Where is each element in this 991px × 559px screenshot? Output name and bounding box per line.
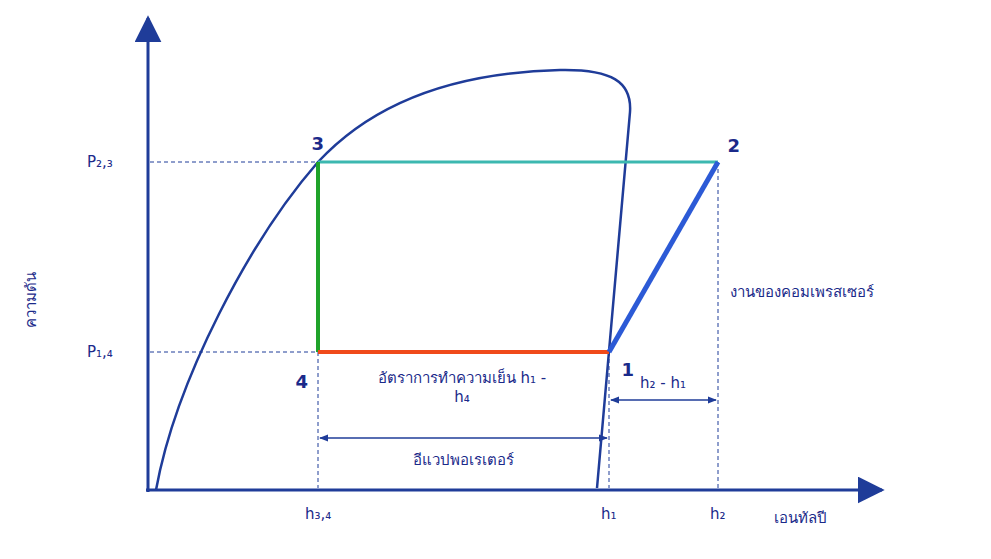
state-number: 1 (622, 359, 635, 382)
evaporation-line (318, 350, 609, 354)
condensation-line (318, 161, 718, 164)
state-number: 4 (296, 371, 309, 394)
state-number: 3 (312, 133, 325, 156)
pressure-level: P₂,₃ (87, 153, 113, 172)
dimension-arrow (611, 399, 716, 400)
enthalpy-axis (146, 489, 882, 492)
axis-title: ความดัน (22, 272, 41, 328)
guide-line (150, 162, 318, 163)
dimension-label: h₂ - h₁ (640, 374, 686, 393)
pressure-level: P₁,₄ (87, 343, 113, 362)
work-label: งานของคอมเพรสเซอร์ (730, 283, 874, 302)
guide-line (318, 352, 319, 488)
axis-tick-label: h₁ (601, 505, 617, 524)
guide-lines (150, 162, 718, 488)
guide-line (718, 162, 719, 488)
guide-line (609, 352, 610, 488)
compression-line (609, 162, 718, 352)
saturation-dome (156, 70, 630, 490)
dimension-label: อีแวปพอเรเตอร์ (413, 451, 514, 470)
axis-tick-label: h₃,₄ (305, 505, 331, 524)
expansion-line (316, 162, 320, 352)
guide-line (150, 352, 318, 353)
axis-title: เอนทัลปี (774, 509, 827, 528)
state-number: 2 (728, 135, 741, 158)
axis-tick-label: h₂ (710, 505, 726, 524)
dimension-arrow (320, 437, 607, 438)
effect-label: อัตราการทำความเย็น h₁ - h₄ (377, 369, 547, 407)
pressure-axis (147, 18, 150, 492)
